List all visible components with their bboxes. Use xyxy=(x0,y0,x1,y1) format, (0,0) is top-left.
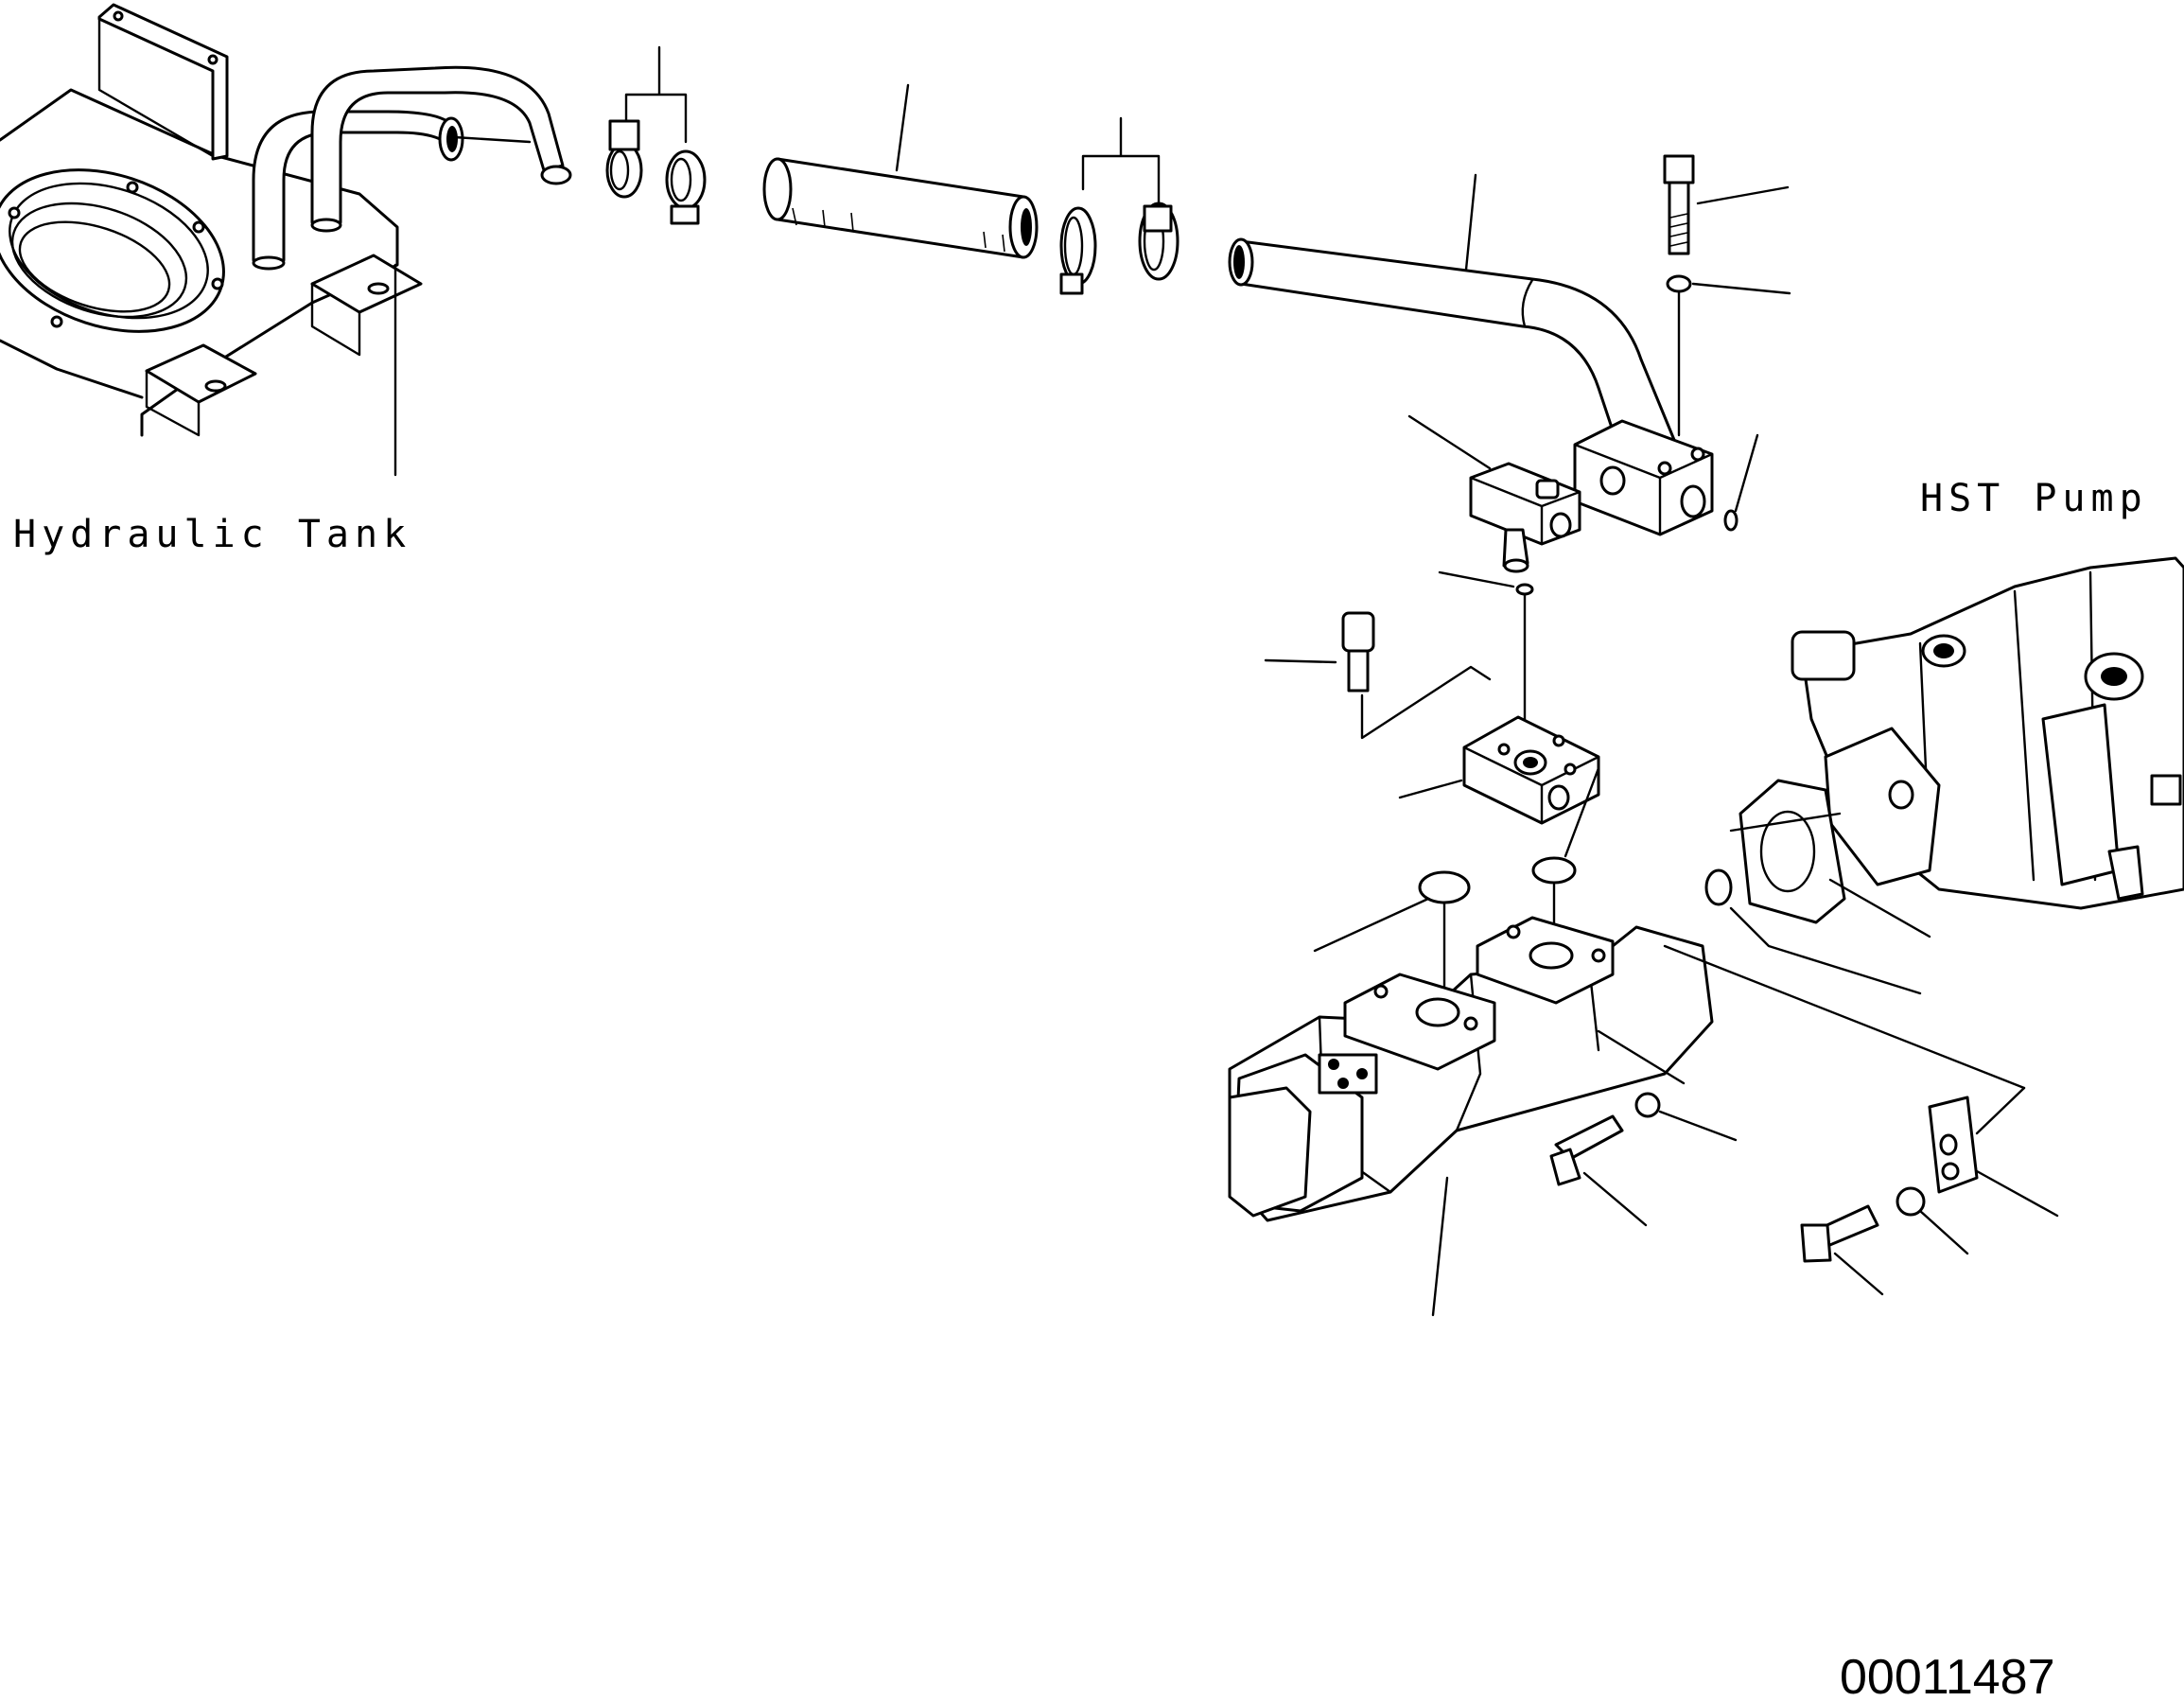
hose-clamps-pair-1 xyxy=(605,45,707,225)
socket-bolt xyxy=(1264,611,1492,740)
hydraulic-tank-label: Hydraulic Tank xyxy=(13,513,411,556)
steel-pipe xyxy=(1228,173,1714,536)
rubber-hose xyxy=(762,83,1039,259)
drawing-number: 00011487 xyxy=(1840,1650,2055,1701)
hst-pump xyxy=(1704,556,2184,995)
gear-pump-assembly xyxy=(1228,766,2026,1317)
bracket-bolt-lower xyxy=(1800,1086,2059,1296)
hst-pump-label: HST Pump xyxy=(1920,477,2148,520)
bolt-and-washer-top xyxy=(1663,154,1791,532)
hose-clamps-pair-2 xyxy=(1059,116,1179,295)
valve-block xyxy=(1398,715,1600,825)
sensor-adapter xyxy=(1407,414,1581,735)
hydraulic-tank xyxy=(0,3,572,477)
